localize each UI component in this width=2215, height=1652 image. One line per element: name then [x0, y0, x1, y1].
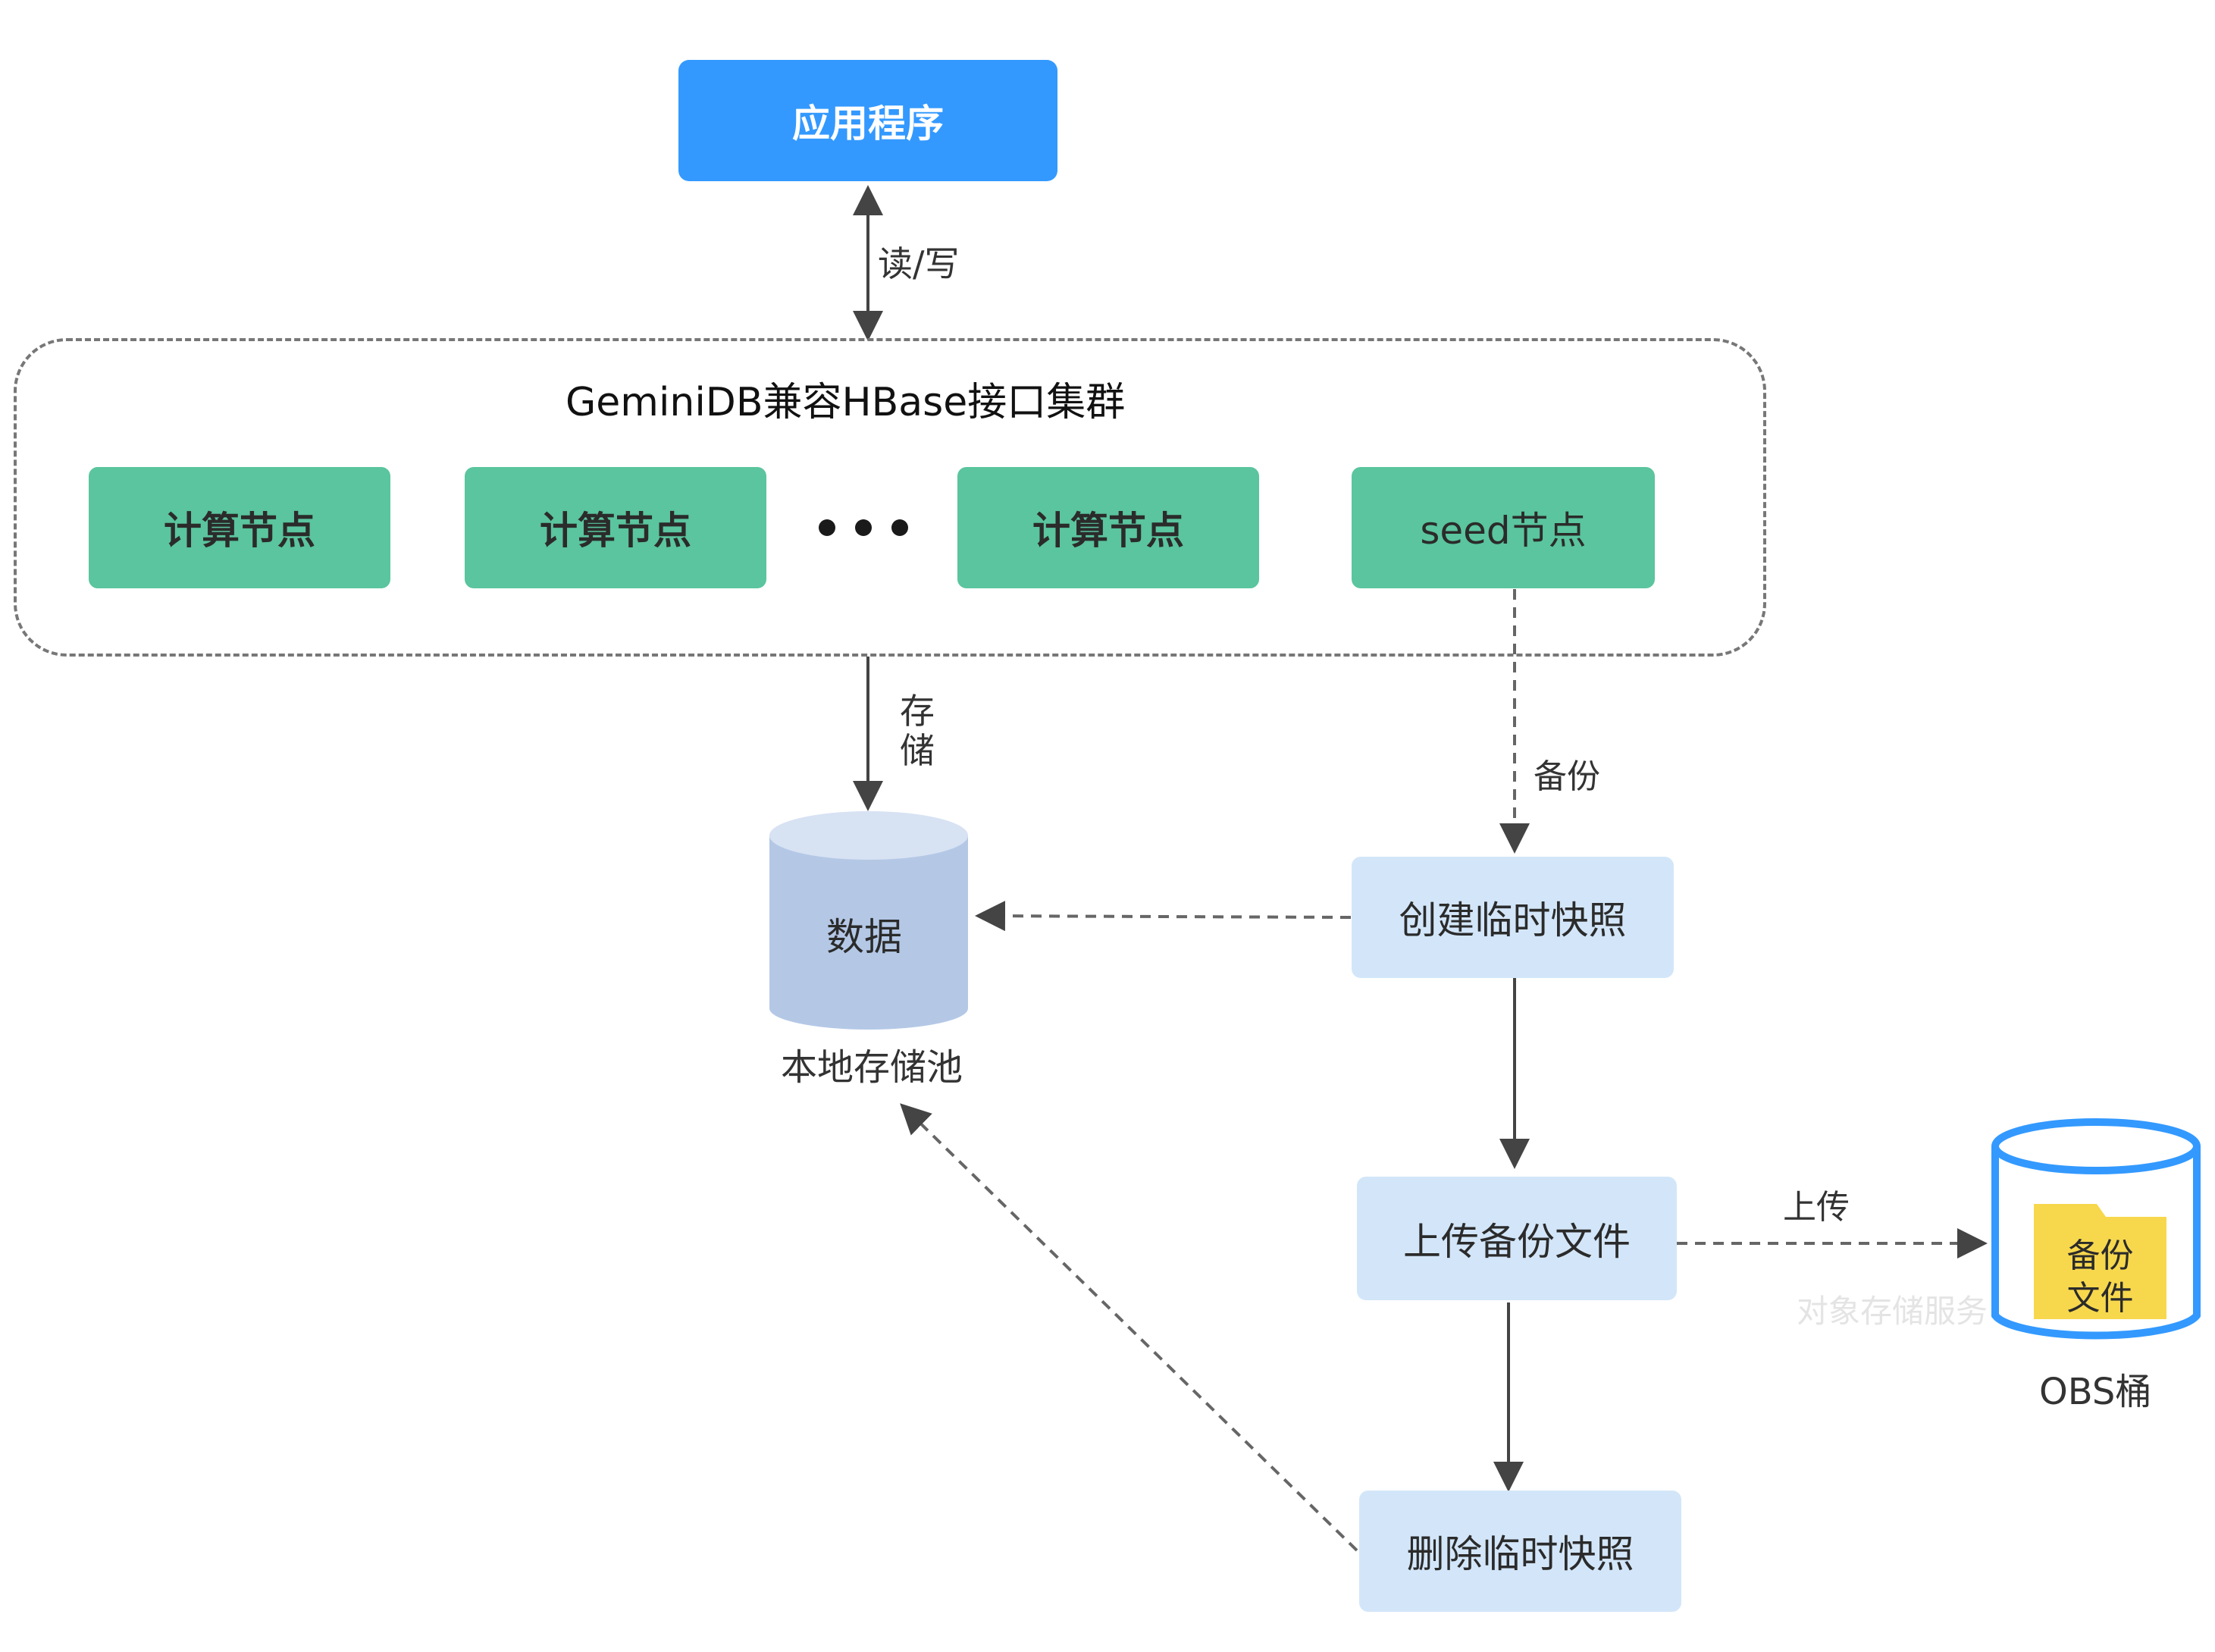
backup-label: 备份	[1534, 757, 1600, 796]
backup-file-label-line1: 备份	[2066, 1237, 2134, 1275]
upload-backup-label: 上传备份文件	[1403, 1219, 1631, 1264]
seed-node: seed节点	[1352, 467, 1655, 588]
data-label: 数据	[826, 915, 902, 959]
delete-to-storage-arrow	[900, 1103, 1358, 1552]
store-label: 存储	[900, 691, 935, 771]
obs-bucket-icon	[1991, 1118, 2201, 1340]
compute-node-2: 计算节点	[465, 467, 766, 588]
compute-node-label: 计算节点	[540, 509, 691, 553]
compute-node-label: 计算节点	[1032, 509, 1184, 553]
upload-backup-step: 上传备份文件	[1357, 1177, 1677, 1300]
snapshot-to-data-arrow	[975, 901, 1352, 932]
delete-snapshot-label: 删除临时快照	[1406, 1532, 1634, 1576]
ellipsis-dot	[819, 519, 835, 536]
create-snapshot-label: 创建临时快照	[1399, 898, 1627, 942]
seed-node-label: seed节点	[1420, 509, 1587, 553]
obs-bucket-label: OBS桶	[2039, 1371, 2152, 1413]
backup-file-label-line2: 文件	[2066, 1279, 2134, 1318]
ellipsis-dot	[855, 519, 872, 536]
read-write-label: 读/写	[878, 243, 960, 284]
application-box: 应用程序	[678, 60, 1057, 181]
data-cylinder	[769, 811, 968, 1030]
ellipsis-dot	[891, 519, 908, 536]
more-nodes-ellipsis	[819, 519, 908, 536]
cluster-container	[14, 338, 1766, 657]
compute-node-1: 计算节点	[89, 467, 390, 588]
obs-watermark: 对象存储服务	[1797, 1293, 1988, 1330]
local-storage-pool-label: 本地存储池	[781, 1046, 963, 1089]
compute-node-label: 计算节点	[164, 509, 315, 553]
application-label: 应用程序	[792, 102, 944, 146]
create-snapshot-step: 创建临时快照	[1352, 857, 1674, 978]
cluster-title: GeminiDB兼容HBase接口集群	[565, 380, 1126, 425]
compute-node-3: 计算节点	[957, 467, 1259, 588]
delete-snapshot-step: 删除临时快照	[1359, 1491, 1681, 1612]
upload-label: 上传	[1783, 1188, 1850, 1227]
